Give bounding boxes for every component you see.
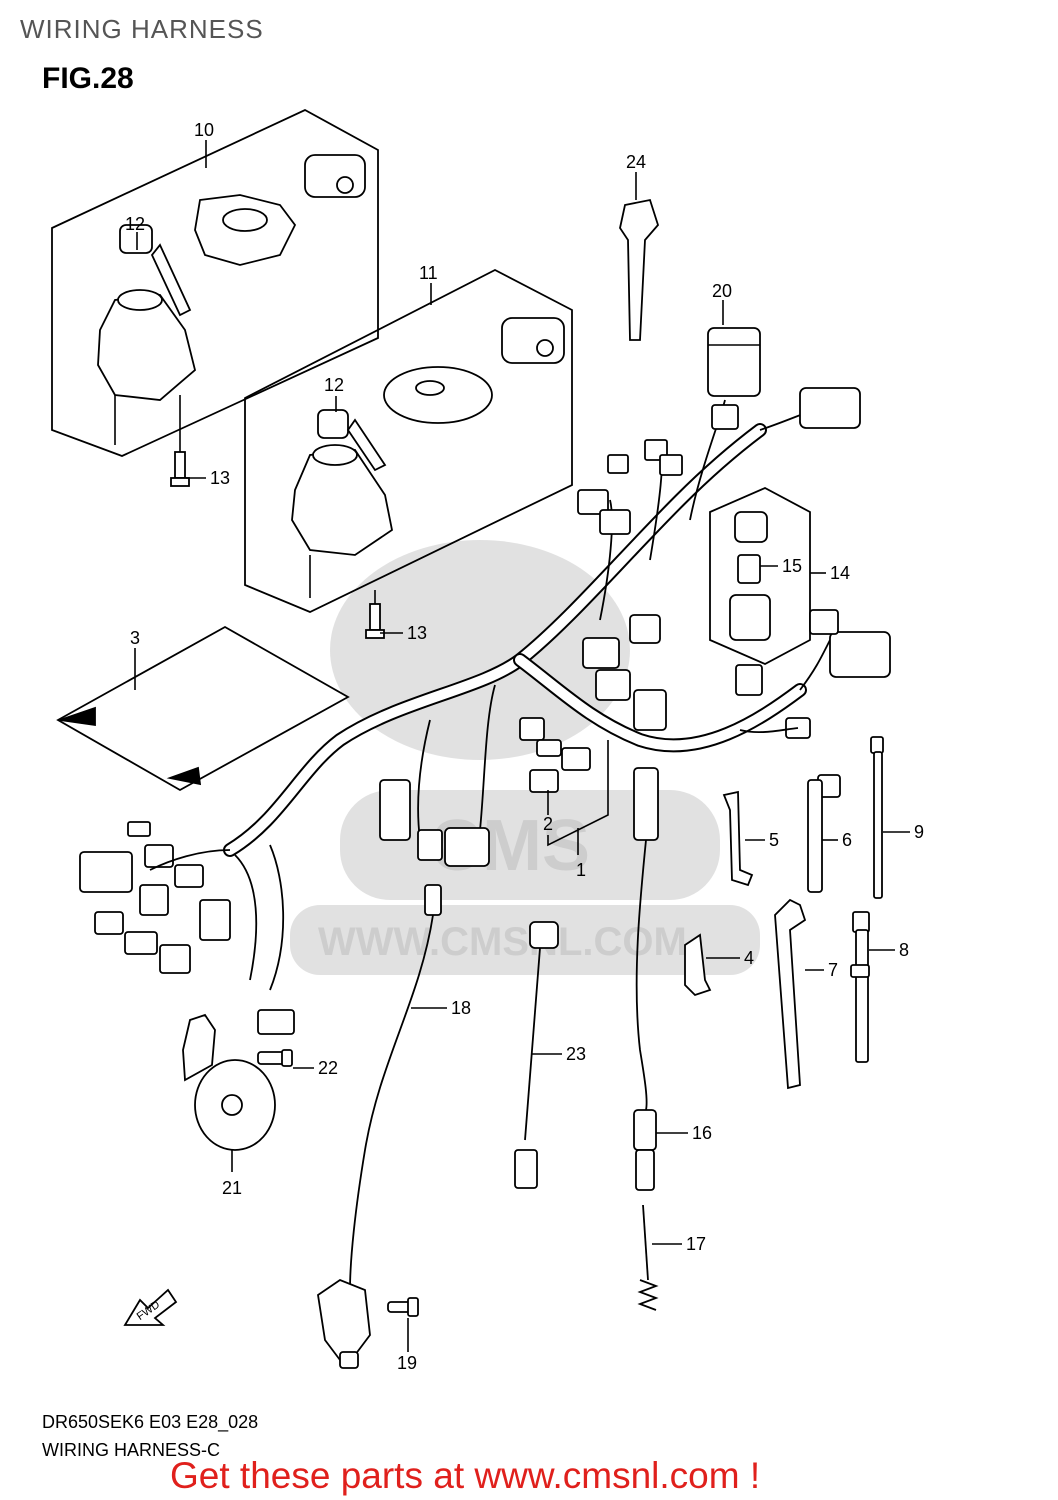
model-code: DR650SEK6 E03 E28_028 xyxy=(42,1412,259,1432)
fuse-box-14 xyxy=(709,487,811,665)
seat-lock-cylinder xyxy=(304,154,366,198)
callout-7: 7 xyxy=(828,960,838,980)
screw-13b xyxy=(365,590,385,639)
screw-13a xyxy=(170,440,190,487)
callout-19: 19 xyxy=(397,1353,417,1373)
pin-17 xyxy=(637,1204,659,1311)
fuse-holder xyxy=(729,594,771,641)
callout-20: 20 xyxy=(712,281,732,301)
callout-8: 8 xyxy=(899,940,909,960)
sheet-outline xyxy=(56,625,350,792)
side-stand-switch-18 xyxy=(317,884,442,1369)
fuse-15 xyxy=(737,554,761,584)
key-blade xyxy=(150,243,192,317)
figure-label: FIG.28 xyxy=(42,62,134,95)
watermark: CMS WWW.CMSNL.COM xyxy=(290,540,760,975)
band-7 xyxy=(774,898,807,1090)
watermark-url-badge xyxy=(290,905,760,975)
callout-18: 18 xyxy=(451,998,471,1018)
callout-9: 9 xyxy=(914,822,924,842)
promo-banner-link[interactable]: Get these parts at www.cmsnl.com ! xyxy=(170,1455,761,1496)
callout-10: 10 xyxy=(194,120,214,140)
section-title: WIRING HARNESS xyxy=(20,14,264,44)
clamp-4 xyxy=(684,933,712,997)
relay-20 xyxy=(707,327,761,397)
ignition-switch-set-10 xyxy=(51,108,379,457)
callout-13b: 13 xyxy=(407,623,427,643)
callout-2: 2 xyxy=(543,814,553,834)
callout-24: 24 xyxy=(626,152,646,172)
horn-21 xyxy=(182,1013,276,1151)
callout-4: 4 xyxy=(744,948,754,968)
wiring-diagram-sheet-3 xyxy=(56,625,350,792)
callout-15: 15 xyxy=(782,556,802,576)
watermark-logo-badge xyxy=(340,790,720,900)
callout-3: 3 xyxy=(130,628,140,648)
forward-direction-arrow: FWD xyxy=(123,1288,178,1326)
harness-connector-top xyxy=(799,387,861,429)
callout-leaders xyxy=(134,140,910,1352)
cable-23 xyxy=(514,921,559,1189)
clamp-5 xyxy=(722,790,754,887)
callout-17: 17 xyxy=(686,1234,706,1254)
main-wiring-harness-1 xyxy=(79,387,891,1035)
band-8 xyxy=(850,911,870,1063)
callout-13a: 13 xyxy=(210,468,230,488)
callout-12a: 12 xyxy=(125,214,145,234)
ignition-switch-set-11 xyxy=(244,268,573,613)
callout-14: 14 xyxy=(830,563,850,583)
band-9 xyxy=(870,736,884,899)
harness-connector-right xyxy=(829,631,891,678)
clamp-6 xyxy=(807,774,841,893)
seat-lock-cylinder-2 xyxy=(501,317,565,364)
callout-22: 22 xyxy=(318,1058,338,1078)
watermark-url-text: WWW.CMSNL.COM xyxy=(318,920,687,964)
screw-19 xyxy=(387,1297,419,1317)
callout-12b: 12 xyxy=(324,375,344,395)
callout-21: 21 xyxy=(222,1178,242,1198)
diagram-subtitle: WIRING HARNESS-C xyxy=(42,1440,221,1460)
callout-16: 16 xyxy=(692,1123,712,1143)
callout-11: 11 xyxy=(419,263,438,283)
fuse-box-cover xyxy=(734,511,768,543)
callout-6: 6 xyxy=(842,830,852,850)
neutral-switch-16 xyxy=(633,767,659,1191)
callout-1: 1 xyxy=(576,860,586,880)
key-blank-24 xyxy=(619,198,660,341)
key-head xyxy=(119,224,153,254)
callout-23: 23 xyxy=(566,1044,586,1064)
bolt-22 xyxy=(257,1049,293,1067)
fuel-cap xyxy=(383,366,493,424)
callout-numbers: 1 2 3 4 5 6 7 8 9 10 11 12 12 13 13 14 1… xyxy=(125,120,924,1373)
callout-5: 5 xyxy=(769,830,779,850)
